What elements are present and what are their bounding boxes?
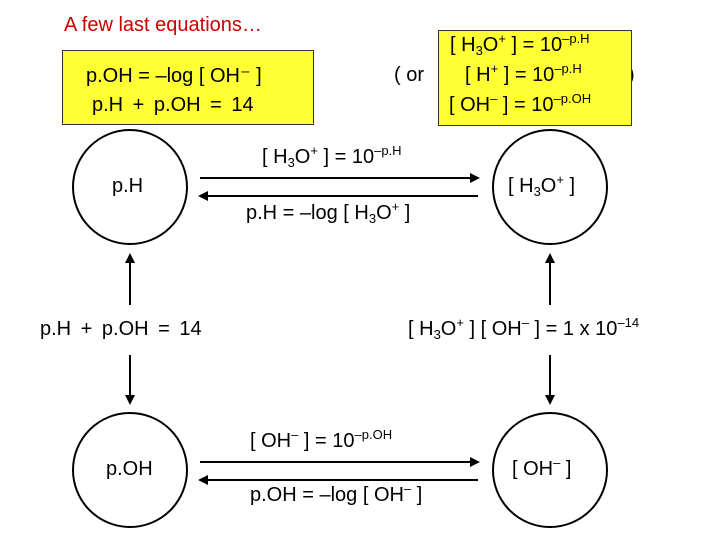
right-box-line-3: [ OH– ] = 10–p.OH	[449, 91, 592, 116]
left-box-line-1: p.OH = –log [ OH⁻ ]	[86, 65, 262, 87]
left-equation-box	[62, 50, 314, 125]
bottom-edge-upper-label: [ OH– ] = 10–p.OH	[250, 427, 393, 452]
right-edge-label: [ H3O+ ] [ OH– ] = 1 x 10–14	[408, 315, 640, 342]
poh-node-circle	[72, 412, 188, 528]
oh-node-label: [ OH– ]	[512, 455, 572, 480]
h3o-node-label: [ H3O+ ]	[508, 172, 576, 199]
top-edge-lower-label: p.H = –log [ H3O+ ]	[246, 199, 411, 226]
right-equation-box	[438, 30, 632, 126]
right-box-line-1: [ H3O+ ] = 10–p.H	[450, 31, 590, 58]
ph-node-label: p.H	[112, 175, 144, 197]
left-edge-label: p.H + p.OH = 14	[40, 318, 202, 340]
oh-node-circle	[492, 412, 608, 528]
top-edge-upper-label: [ H3O+ ] = 10–p.H	[262, 143, 402, 170]
left-box-line-2: p.H + p.OH = 14	[92, 94, 254, 116]
slide-title: A few last equations…	[64, 14, 262, 36]
or-open-paren: ( or	[394, 64, 424, 86]
right-box-line-2: [ H+ ] = 10–p.H	[465, 61, 582, 86]
ph-node-circle	[72, 129, 188, 245]
h3o-node-circle	[492, 129, 608, 245]
bottom-edge-lower-label: p.OH = –log [ OH– ]	[250, 481, 423, 506]
poh-node-label: p.OH	[106, 458, 153, 480]
